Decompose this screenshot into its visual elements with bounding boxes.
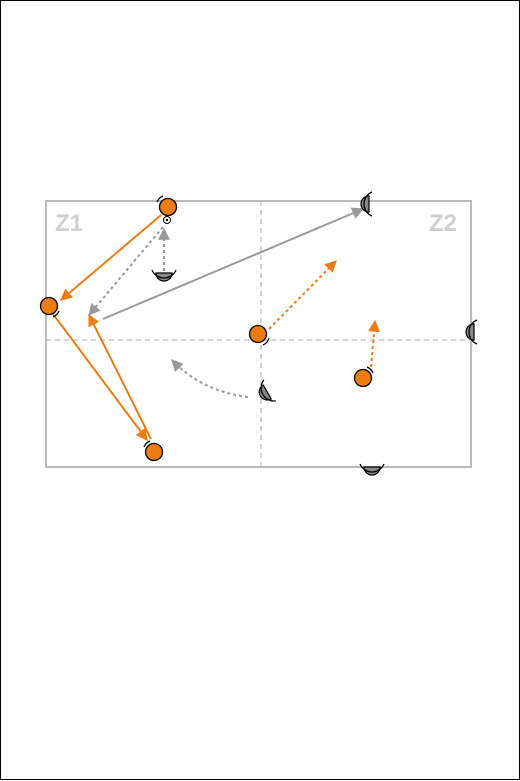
attacker-player — [39, 296, 60, 318]
ball-icon — [163, 216, 171, 224]
defender-player — [465, 319, 478, 345]
defender-press-arrow — [88, 226, 164, 316]
pass-arrow — [88, 313, 152, 440]
attacker-player — [156, 195, 178, 217]
pass-arrow — [60, 214, 162, 301]
pass-arrow — [52, 313, 148, 441]
zone-label-z1: Z1 — [55, 210, 83, 237]
attacker-player — [248, 324, 270, 346]
attacker-player — [353, 366, 374, 388]
run-arrow — [268, 260, 337, 330]
defender-player — [258, 379, 276, 402]
run-arrow — [368, 319, 381, 368]
defender-movement-arrow — [102, 207, 365, 320]
attacker-player — [143, 440, 164, 462]
zone-label-z2: Z2 — [429, 210, 457, 237]
defender-curved-run — [171, 359, 249, 398]
defender-player — [360, 191, 373, 217]
defender-player — [359, 463, 385, 476]
defender-player — [151, 269, 177, 282]
